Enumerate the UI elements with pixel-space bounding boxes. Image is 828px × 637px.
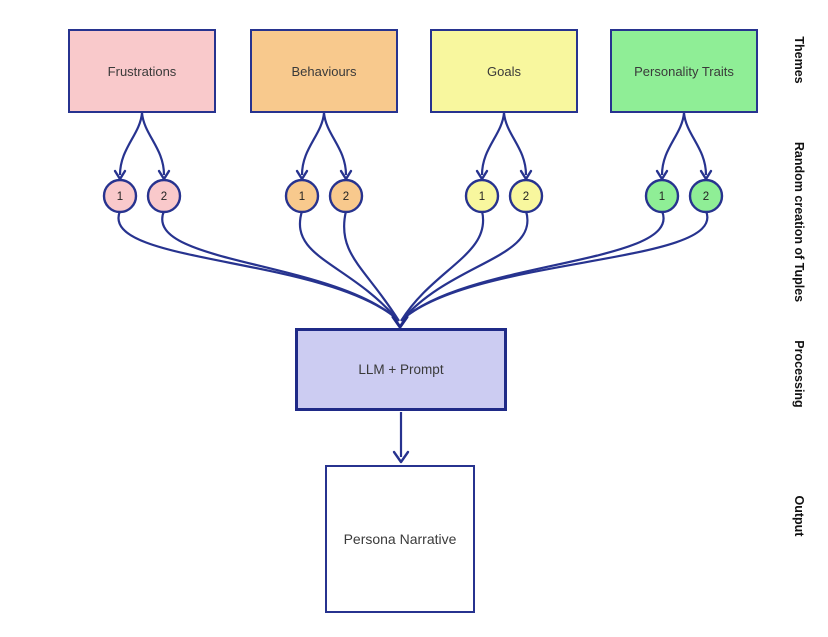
tuple-circle-behaviours-2 (328, 178, 364, 214)
tuple-number: 1 (299, 191, 305, 203)
tuple-circle-goals-1 (464, 178, 500, 214)
stage-label-output: Output (792, 495, 806, 537)
tuple-number: 2 (343, 191, 349, 203)
arrowhead-icon (391, 315, 409, 329)
llm-prompt-box: LLM + Prompt (295, 328, 507, 411)
tuple-number: 2 (161, 191, 167, 203)
tuple-number: 1 (479, 191, 485, 203)
processing-to-output-arrow (392, 412, 410, 464)
tuple-circle-personality-1 (644, 178, 680, 214)
persona-narrative-label: Persona Narrative (343, 531, 457, 547)
tuple-circle-frustrations-2 (146, 178, 182, 214)
tuple-number: 2 (523, 191, 529, 203)
theme-box-label: Personality Traits (634, 63, 734, 79)
theme-box-frustrations: Frustrations (68, 29, 216, 113)
theme-box-label: Goals (487, 63, 521, 79)
tuple-circle-frustrations-1 (102, 178, 138, 214)
llm-prompt-label: LLM + Prompt (358, 362, 444, 377)
stage-label-processing: Processing (792, 340, 806, 408)
tuple-circle-personality-2 (688, 178, 724, 214)
tuple-circles: 1 2 1 2 1 2 1 2 (102, 178, 724, 214)
arrowhead-icon (392, 450, 410, 464)
tuple-number: 1 (117, 191, 123, 203)
tuple-circle-goals-2 (508, 178, 544, 214)
convergence-arrows (117, 210, 709, 329)
theme-box-personality-traits: Personality Traits (610, 29, 758, 113)
stage-label-themes: Themes (792, 36, 806, 84)
persona-narrative-box: Persona Narrative (325, 465, 475, 613)
stage-label-random-creation-of-tuples: Random creation of Tuples (792, 141, 806, 303)
theme-box-behaviours: Behaviours (250, 29, 398, 113)
tuple-number: 2 (703, 191, 709, 203)
tuple-circle-behaviours-1 (284, 178, 320, 214)
split-arrows (113, 112, 713, 181)
theme-box-goals: Goals (430, 29, 578, 113)
theme-box-label: Frustrations (107, 63, 177, 79)
theme-box-label: Behaviours (291, 63, 357, 79)
tuple-number: 1 (659, 191, 665, 203)
